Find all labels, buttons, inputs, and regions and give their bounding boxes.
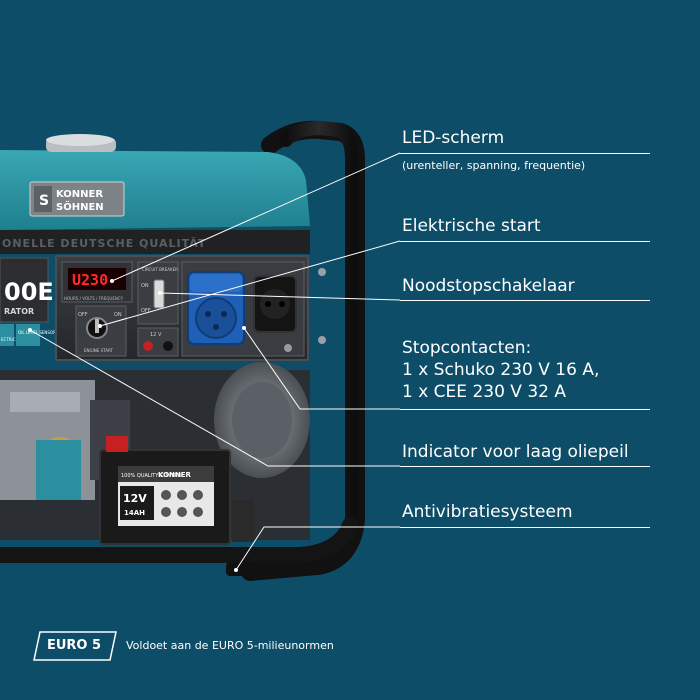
callout-sockets-line-2: 1 x Schuko 230 V 16 A, [402,360,600,380]
callout-led-screen-title: LED-scherm [402,128,505,148]
battery-voltage: 12V [123,492,147,505]
callout-electric-start: Elektrische start [402,216,541,236]
slogan-band [0,230,310,254]
euro-badge-frame [33,631,117,661]
brand-top: KONNER [56,189,103,200]
callout-divider [400,153,650,154]
callout-anti-vibration: Antivibratiesysteem [402,502,573,522]
callout-divider [400,466,650,467]
callout-divider [400,527,650,528]
callout-oil-indicator: Indicator voor laag oliepeil [402,442,629,462]
svg-text:ENGINE START: ENGINE START [84,348,113,353]
callout-led-screen-subtitle: (urenteller, spanning, frequentie) [402,159,586,172]
callout-sockets-line-3: 1 x CEE 230 V 32 A [402,382,566,402]
led-display [68,268,126,290]
svg-text:OFF: OFF [78,312,88,318]
callout-sockets-line-1: Stopcontacten: [402,338,532,358]
callout-divider [400,300,650,301]
model-sub: RATOR [4,307,34,316]
brand-plate [29,181,125,217]
svg-text:HOURS / VOLTS / FREQUENCY: HOURS / VOLTS / FREQUENCY [64,296,124,301]
svg-text:100% QUALITY CONTROL: 100% QUALITY CONTROL [121,473,184,479]
svg-text:KONNER: KONNER [158,471,192,479]
callout-divider [400,241,650,242]
anti-vibration-mount [232,500,254,542]
euro-description: Voldoet aan de EURO 5-milieunormen [126,639,334,652]
svg-text:ON: ON [141,283,149,289]
led-reading: U230 [72,271,108,289]
svg-text:12 V: 12 V [150,332,162,338]
callout-emergency-stop: Noodstopschakelaar [402,276,575,296]
ground-screw [284,344,292,352]
svg-text:ON: ON [114,312,122,318]
slogan: ONELLE DEUTSCHE QUALITÄT [2,236,206,250]
model-plate [0,257,49,323]
model-fragment: 00E [4,278,54,306]
callout-leaders [29,152,401,571]
oil-sensor-label [16,324,40,346]
svg-text:CIRCUIT BREAKER: CIRCUIT BREAKER [142,267,178,272]
battery-capacity: 14AH [124,509,145,517]
electric-start-label [0,324,14,346]
callout-divider [400,409,650,410]
callout-dots [28,279,246,572]
svg-text:OFF: OFF [141,308,151,314]
frame-tube-front [279,120,359,527]
euro-badge: EURO 5 [46,638,102,653]
svg-text:S: S [39,193,49,209]
brand-bottom: SÖHNEN [56,199,104,213]
svg-text:ECTRIC START: ECTRIC START [1,337,30,342]
svg-text:OIL LEVEL SENSOR: OIL LEVEL SENSOR [18,330,56,335]
dc-output-panel [137,327,179,357]
